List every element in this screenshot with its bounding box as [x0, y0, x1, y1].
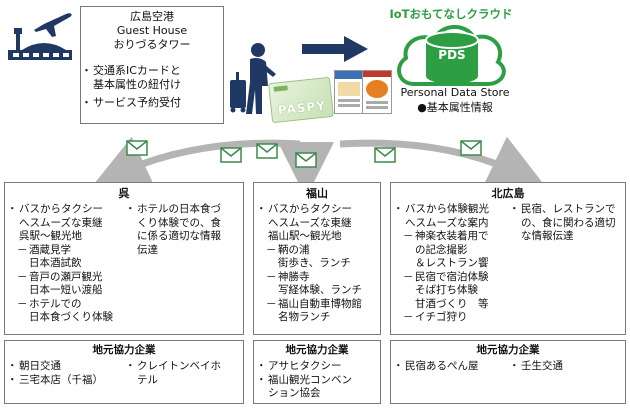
- airport-title: 広島空港 Guest House おりづるタワー: [81, 10, 223, 52]
- region-line: 名物ランチ: [278, 311, 331, 323]
- mail-icon: [220, 147, 242, 163]
- traveler-icon: [230, 43, 276, 114]
- region-line: 神勝寺: [258, 271, 380, 285]
- region-line: 神楽衣装着用で: [395, 230, 513, 244]
- region-line: 街歩き、ランチ: [278, 257, 351, 269]
- partners-box-kitahiroshima: 地元協力企業 民宿あるぺん屋 壬生交通: [390, 340, 626, 404]
- partner-item: 朝日交通: [7, 360, 127, 374]
- region-line: 日本酒試飲: [29, 257, 82, 269]
- region-line: の記念撮影: [415, 243, 468, 256]
- partners-title: 地元協力企業: [92, 344, 156, 356]
- mail-icon: [374, 147, 396, 163]
- region-line: へスムーズな東継: [19, 216, 103, 229]
- mail-icon: [256, 143, 278, 159]
- region-line: な情報伝達: [521, 230, 574, 242]
- region-line: 民宿、レストランで: [509, 203, 625, 217]
- airport-title-line: おりづるタワー: [113, 38, 191, 51]
- region-col-2: 民宿、レストランで の、食に関わる適切 な情報伝達: [509, 203, 625, 244]
- database-icon: [425, 31, 479, 84]
- brochure-image: [362, 70, 392, 114]
- partner-item: 民宿あるぺん屋: [393, 360, 513, 374]
- store-attribute: ●基本属性情報: [390, 99, 520, 115]
- partner-item: ション協会: [268, 387, 321, 399]
- bullet-dot-icon: ●: [417, 101, 427, 114]
- region-line: イチゴ狩り: [395, 311, 513, 325]
- region-line: ホテルの日本食づ: [125, 203, 243, 217]
- mail-icon: [126, 140, 148, 156]
- partner-item: アサヒタクシー: [256, 360, 380, 374]
- region-box-kure: 呉 バスからタクシー へスムーズな東継 呉駅～観光地 酒蔵見学 日本酒試飲 音戸…: [4, 182, 244, 335]
- store-attribute-text: 基本属性情報: [426, 101, 493, 114]
- region-box-fukuyama: 福山 バスからタクシー へスムーズな東継 福山駅～観光地 鞆の浦 街歩き、ランチ…: [253, 182, 381, 335]
- partners-title: 地元協力企業: [476, 344, 540, 356]
- region-line: 民宿で宿泊体験: [395, 271, 513, 285]
- region-line: ホテルでの: [9, 298, 127, 312]
- mail-icon: [460, 140, 482, 156]
- region-line: に係る適切な情報: [137, 230, 221, 242]
- airport-title-line: 広島空港: [130, 10, 174, 23]
- region-line: へスムーズな東継: [268, 216, 352, 229]
- region-line: 伝達: [137, 243, 158, 256]
- region-line: へスムーズな案内: [405, 216, 489, 229]
- region-line: の、食に関わる適切: [521, 216, 616, 229]
- region-col-1: バスから体験観光 へスムーズな案内 神楽衣装着用で の記念撮影 ＆レストラン饗 …: [393, 203, 513, 325]
- region-line: バスからタクシー: [7, 203, 127, 217]
- cloud-title: IoTおもてなしクラウド: [389, 7, 513, 21]
- airport-icon: [8, 13, 72, 60]
- store-label: Personal Data Store: [400, 86, 510, 99]
- region-col-1: バスからタクシー へスムーズな東継 福山駅～観光地 鞆の浦 街歩き、ランチ 神勝…: [256, 203, 380, 325]
- region-line: 音戸の瀬戸観光: [9, 271, 127, 285]
- partners-title: 地元協力企業: [285, 344, 349, 356]
- partner-item: 壬生交通: [509, 360, 625, 374]
- region-title: 福山: [306, 187, 328, 200]
- partners-box-kure: 地元協力企業 朝日交通 三宅本店（千福） クレイトンベイホ テル: [4, 340, 244, 404]
- partners-box-fukuyama: 地元協力企業 アサヒタクシー 福山観光コンベン ション協会: [253, 340, 381, 404]
- airport-info-box: 広島空港 Guest House おりづるタワー 交通系ICカードと 基本属性の…: [80, 6, 224, 124]
- region-line: ＆レストラン饗: [415, 257, 489, 269]
- region-box-kitahiroshima: 北広島 バスから体験観光 へスムーズな案内 神楽衣装着用で の記念撮影 ＆レスト…: [390, 182, 626, 335]
- region-col-2: ホテルの日本食づ くり体験での、食 に係る適切な情報 伝達: [125, 203, 243, 257]
- partner-item: 三宅本店（千福）: [7, 374, 127, 388]
- region-line: 日本食づくり体験: [29, 311, 113, 323]
- partner-item: クレイトンベイホ: [125, 360, 243, 374]
- region-line: 鞆の浦: [258, 244, 380, 258]
- region-line: そば打ち体験: [415, 284, 478, 296]
- airport-bullet: 交通系ICカードと 基本属性の紐付け: [81, 64, 223, 92]
- region-line: 酒蔵見学: [9, 244, 127, 258]
- partner-item: テル: [137, 373, 158, 386]
- region-line: 福山自動車博物館: [258, 298, 380, 312]
- region-title: 呉: [118, 187, 130, 200]
- cloud-icon: [397, 25, 506, 86]
- region-line: 甘酒づくり 等: [415, 297, 489, 310]
- mail-icon: [295, 152, 317, 168]
- airport-bullet: サービス予約受付: [81, 96, 223, 110]
- partner-item: 福山観光コンベン: [256, 374, 380, 388]
- region-line: 日本一短い渡船: [29, 284, 103, 296]
- region-line: バスから体験観光: [393, 203, 513, 217]
- region-title: 北広島: [491, 187, 525, 200]
- airport-title-line: Guest House: [116, 24, 188, 37]
- region-line: 呉駅～観光地: [19, 230, 82, 242]
- brochure-image: [334, 70, 364, 114]
- region-col-1: バスからタクシー へスムーズな東継 呉駅～観光地 酒蔵見学 日本酒試飲 音戸の瀬…: [7, 203, 127, 325]
- region-line: バスからタクシー: [256, 203, 380, 217]
- region-line: 福山駅～観光地: [268, 230, 342, 242]
- region-line: くり体験での、食: [137, 216, 221, 229]
- region-line: 写経体験、ランチ: [278, 284, 362, 296]
- flow-arrow: [302, 36, 368, 62]
- pds-label: PDS: [438, 48, 466, 62]
